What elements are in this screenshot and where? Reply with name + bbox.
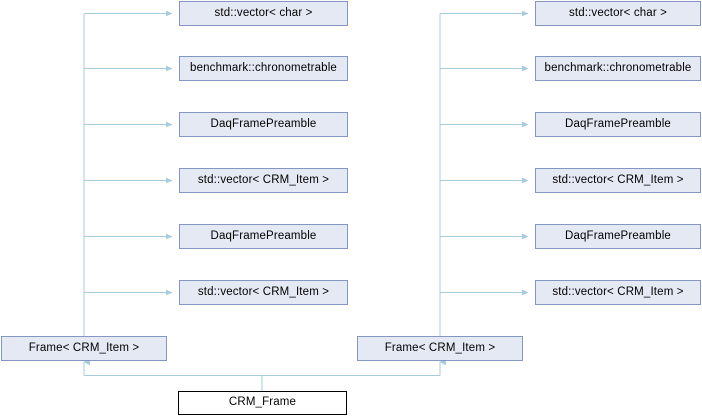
node-std-vector-char-right[interactable]: std::vector< char > [535, 1, 701, 26]
node-daqframepreamble-right-2[interactable]: DaqFramePreamble [535, 224, 701, 249]
node-frame-crm-item-left[interactable]: Frame< CRM_Item > [1, 336, 167, 361]
node-benchmark-chronometrable-left[interactable]: benchmark::chronometrable [179, 56, 348, 81]
node-std-vector-crm-item-left-2[interactable]: std::vector< CRM_Item > [179, 280, 348, 305]
node-crm-frame[interactable]: CRM_Frame [178, 391, 347, 415]
node-frame-crm-item-right[interactable]: Frame< CRM_Item > [357, 336, 523, 361]
node-std-vector-crm-item-right-1[interactable]: std::vector< CRM_Item > [535, 168, 701, 193]
node-daqframepreamble-left-1[interactable]: DaqFramePreamble [179, 112, 348, 137]
node-daqframepreamble-left-2[interactable]: DaqFramePreamble [179, 224, 348, 249]
node-std-vector-char-left[interactable]: std::vector< char > [179, 1, 348, 26]
node-std-vector-crm-item-left-1[interactable]: std::vector< CRM_Item > [179, 168, 348, 193]
node-daqframepreamble-right-1[interactable]: DaqFramePreamble [535, 112, 701, 137]
node-std-vector-crm-item-right-2[interactable]: std::vector< CRM_Item > [535, 280, 701, 305]
node-benchmark-chronometrable-right[interactable]: benchmark::chronometrable [535, 56, 701, 81]
